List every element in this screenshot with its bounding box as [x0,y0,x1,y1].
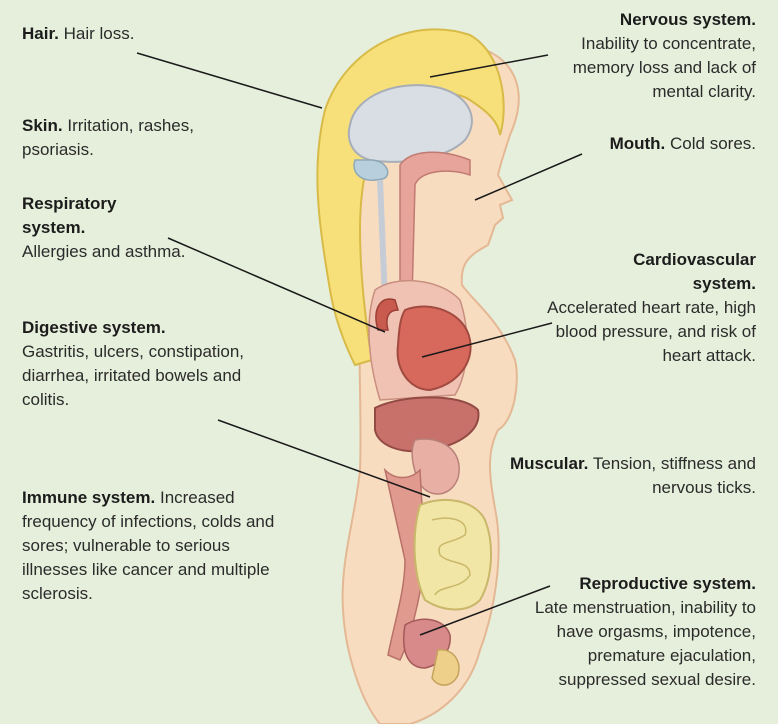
callout-nervous-text: Inability to concentrate, memory loss an… [573,34,756,101]
callout-muscular: Muscular. Tension, stiffness and nervous… [506,452,756,500]
callout-skin-title: Skin. [22,116,63,135]
callout-digestive: Digestive system. Gastritis, ulcers, con… [22,316,267,412]
callout-reproductive-text: Late menstruation, inability to have org… [535,598,756,689]
callout-mouth-text: Cold sores. [670,134,756,153]
callout-reproductive: Reproductive system. Late menstruation, … [521,572,756,692]
callout-skin: Skin. Irritation, rashes, psoriasis. [22,114,227,162]
callout-hair: Hair. Hair loss. [22,22,262,46]
callout-nervous-title: Nervous system. [526,8,756,32]
callout-digestive-title: Digestive system. [22,316,267,340]
callout-digestive-text: Gastritis, ulcers, constipation, diarrhe… [22,342,244,409]
callout-nervous: Nervous system. Inability to concentrate… [526,8,756,104]
callout-hair-text: Hair loss. [64,24,135,43]
callout-cardiovascular-title: Cardiovascular system. [521,248,756,296]
callout-mouth-title: Mouth. [610,134,666,153]
callout-respiratory-text: Allergies and asthma. [22,240,147,264]
callout-immune: Immune system. Increased frequency of in… [22,486,297,606]
callout-muscular-text: Tension, stiffness and nervous ticks. [593,454,756,497]
callout-cardiovascular-text: Accelerated heart rate, high blood press… [547,298,756,365]
callout-mouth: Mouth. Cold sores. [536,132,756,156]
callout-immune-title: Immune system. [22,488,155,507]
intestines [415,500,491,609]
callout-respiratory: Respiratory system. Allergies and asthma… [22,192,147,264]
callout-reproductive-title: Reproductive system. [521,572,756,596]
callout-cardiovascular: Cardiovascular system. Accelerated heart… [521,248,756,368]
callout-muscular-title: Muscular. [510,454,588,473]
callout-hair-title: Hair. [22,24,59,43]
callout-respiratory-title: Respiratory system. [22,194,116,237]
leader-hair [137,53,322,108]
